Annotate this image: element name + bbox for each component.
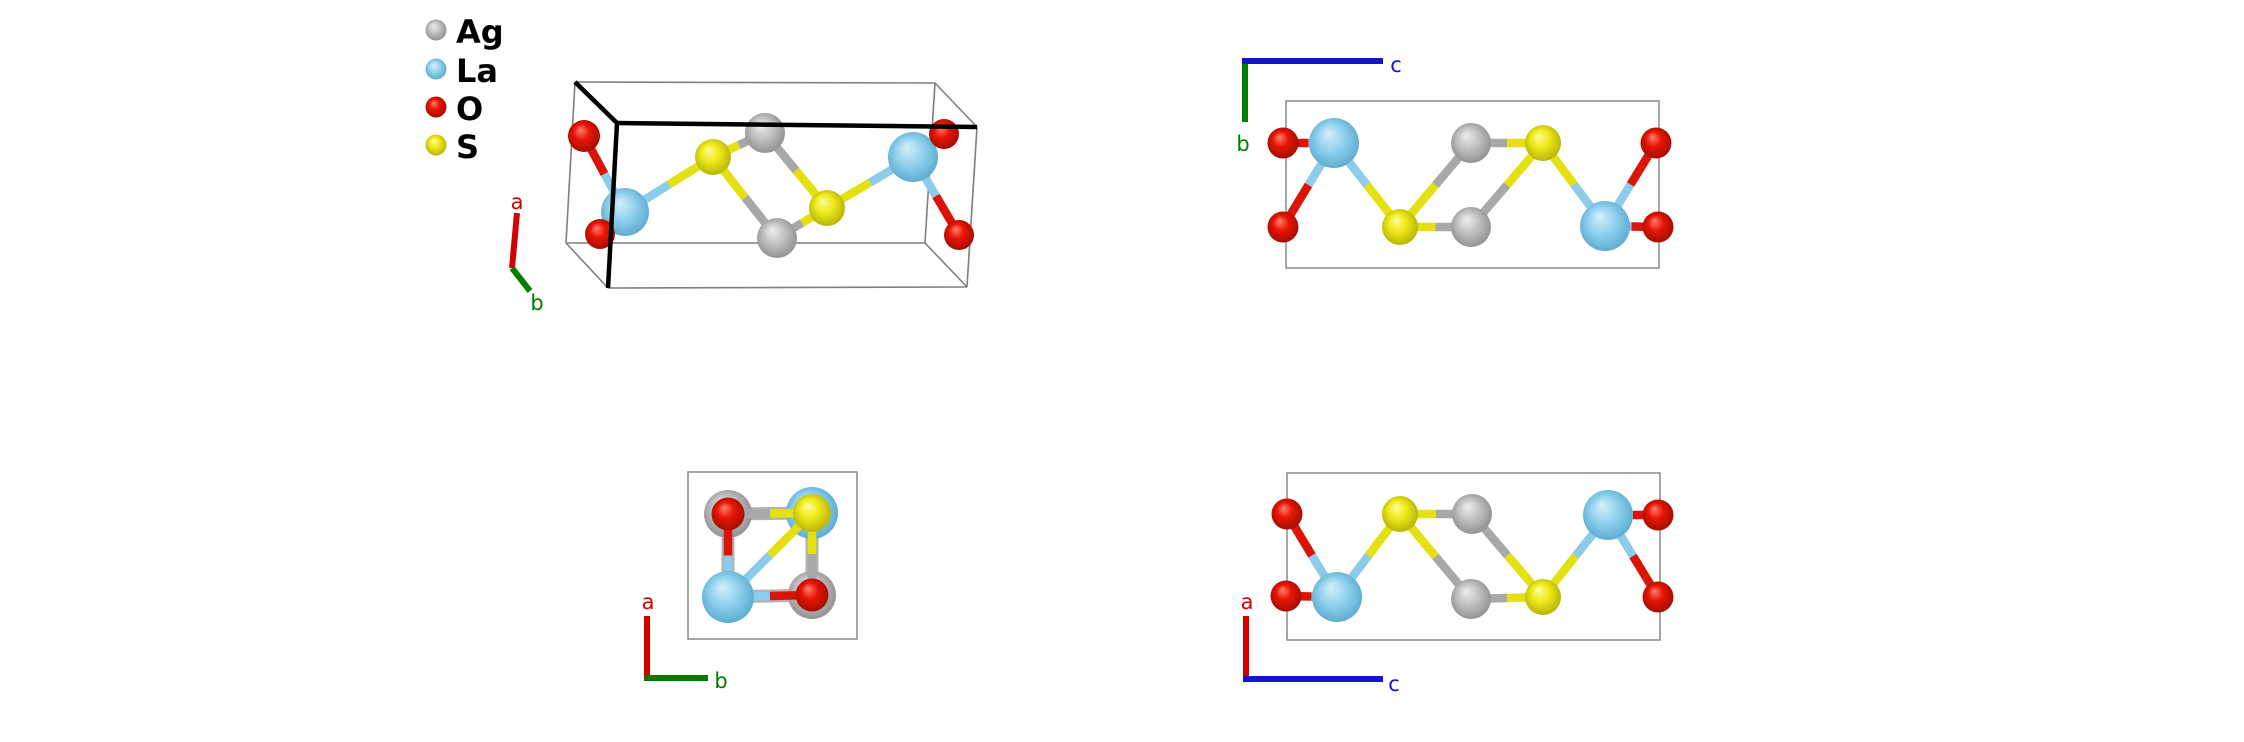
axis-a-label: a xyxy=(642,590,655,614)
atom-s xyxy=(695,139,731,175)
atom-o xyxy=(1642,581,1674,613)
atom-ag xyxy=(1452,494,1492,534)
legend-swatch-s xyxy=(425,134,447,156)
axis-b-line xyxy=(509,266,533,293)
cell-edge xyxy=(966,126,978,288)
axis-c-label: c xyxy=(1390,53,1402,77)
atom-la xyxy=(888,132,938,182)
atom-o xyxy=(585,219,615,249)
axis-b-label: b xyxy=(530,291,543,315)
atom-o xyxy=(1642,499,1674,531)
atom-o xyxy=(1270,580,1302,612)
atom-s xyxy=(1525,579,1561,615)
cell-edge xyxy=(607,286,968,289)
atom-o xyxy=(795,578,829,612)
panel-projection-ab: ab xyxy=(642,471,858,693)
atom-o xyxy=(1267,211,1299,243)
legend-label-la: La xyxy=(456,52,498,90)
cell-edge xyxy=(924,242,968,288)
legend-label-o: O xyxy=(456,90,483,128)
unit-cell-outline xyxy=(1285,100,1660,269)
panel-perspective-ab: ab xyxy=(509,80,978,315)
atom-o xyxy=(711,497,745,531)
atom-la xyxy=(1583,490,1633,540)
atom-s xyxy=(793,494,831,532)
atom-ag xyxy=(757,218,797,258)
cell-edge xyxy=(565,81,576,244)
atom-la xyxy=(1580,201,1630,251)
axis-b-label: b xyxy=(1236,132,1249,156)
atom-s xyxy=(1382,209,1418,245)
axis-b-label: b xyxy=(714,669,727,693)
legend-swatch-ag xyxy=(425,19,447,41)
atom-o xyxy=(1267,127,1299,159)
cell-edge xyxy=(574,81,936,84)
atom-o xyxy=(1642,211,1674,243)
atom-la xyxy=(1312,572,1362,622)
atom-ag xyxy=(1451,579,1491,619)
axis-a-label: a xyxy=(1241,590,1254,614)
panel-projection-bc: bc xyxy=(1236,53,1674,269)
legend-swatch-o xyxy=(425,96,447,118)
atom-ag xyxy=(745,113,785,153)
atom-ag xyxy=(1451,123,1491,163)
cell-edge-front xyxy=(573,80,619,125)
unit-cell-outline xyxy=(687,471,858,640)
legend-label-ag: Ag xyxy=(456,13,504,51)
atom-ag xyxy=(1451,207,1491,247)
atom-la xyxy=(1309,118,1359,168)
panel-projection-ac: ac xyxy=(1241,472,1674,696)
atom-s xyxy=(1525,125,1561,161)
legend-label-s: S xyxy=(456,128,479,166)
cell-edge-front xyxy=(616,120,978,130)
atom-o xyxy=(568,120,600,152)
atom-s xyxy=(809,190,845,226)
atom-o xyxy=(1640,127,1672,159)
atom-o xyxy=(1271,498,1303,530)
atom-o xyxy=(944,220,974,250)
atom-s xyxy=(1382,496,1418,532)
legend-swatch-la xyxy=(425,58,447,80)
axis-c-label: c xyxy=(1388,672,1400,696)
cell-edge xyxy=(934,82,978,128)
cell-edge xyxy=(565,242,609,289)
atom-o xyxy=(929,119,959,149)
atom-la xyxy=(702,571,754,623)
unit-cell-outline xyxy=(1286,472,1661,641)
axis-a-label: a xyxy=(511,190,524,214)
cell-edge-front xyxy=(605,122,620,289)
axis-a-line xyxy=(509,212,520,269)
